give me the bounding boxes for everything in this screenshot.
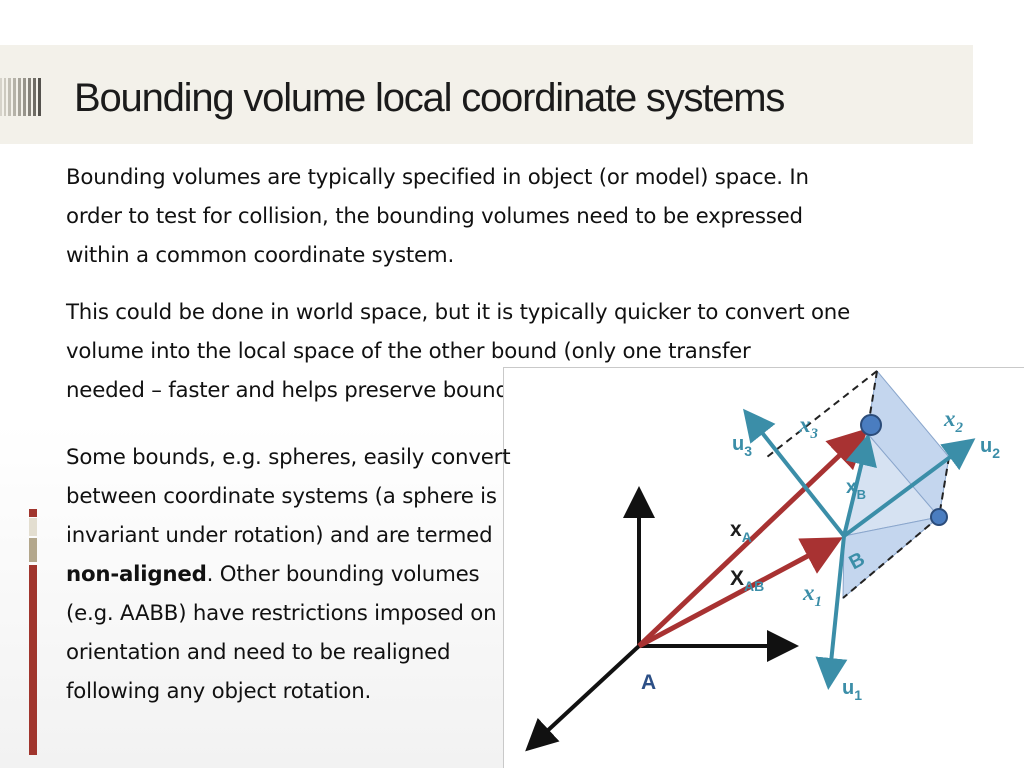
sphere-point-top — [860, 414, 882, 436]
label-xA: xA — [730, 518, 752, 545]
position-vectors — [637, 428, 869, 649]
paragraph-3: Some bounds, e.g. spheres, easily conver… — [66, 438, 511, 711]
label-u3: u3 — [732, 433, 752, 459]
paragraph-1-line: order to test for collision, the boundin… — [66, 204, 803, 229]
paragraph-3-line: following any object rotation. — [66, 679, 372, 704]
label-xB: xB — [846, 477, 866, 502]
paragraph-2-line: volume into the local space of the other… — [66, 339, 751, 364]
local-axes — [743, 408, 976, 690]
paragraph-3-line-rest: . Other bounding volumes — [206, 562, 480, 587]
title-stripes-decoration — [0, 78, 41, 116]
sphere-point-corner — [930, 508, 948, 526]
paragraph-1-line: within a common coordinate system. — [66, 243, 455, 268]
coordinate-system-diagram: u3 x3 x2 u2 xB xA XAB x1 u1 A B — [525, 369, 1000, 752]
paragraph-3-line: orientation and need to be realigned — [66, 640, 451, 665]
label-origin-A: A — [641, 671, 656, 694]
coordinate-system-figure: u3 x3 x2 u2 xB xA XAB x1 u1 A B — [503, 367, 1024, 768]
paragraph-3-line: invariant under rotation) and are termed — [66, 523, 493, 548]
paragraph-1: Bounding volumes are typically specified… — [66, 158, 809, 275]
side-accent-red — [29, 565, 37, 755]
non-aligned-term: non-aligned — [66, 562, 207, 587]
title-band — [0, 45, 973, 144]
side-accent-tan — [29, 538, 37, 562]
label-u1: u1 — [842, 677, 862, 703]
side-accent-red-top — [29, 509, 37, 517]
label-x1: x1 — [802, 580, 822, 610]
label-x2: x2 — [943, 406, 964, 436]
world-axes — [525, 486, 799, 752]
slide-title: Bounding volume local coordinate systems — [74, 76, 785, 120]
paragraph-3-line: between coordinate systems (a sphere is — [66, 484, 497, 509]
paragraph-1-line: Bounding volumes are typically specified… — [66, 165, 809, 190]
paragraph-3-line: (e.g. AABB) have restrictions imposed on — [66, 601, 497, 626]
side-accent-beige — [29, 518, 37, 536]
label-XAB: XAB — [730, 567, 764, 594]
label-x3: x3 — [798, 412, 819, 442]
paragraph-3-line: non-aligned. Other bounding volumes — [66, 555, 510, 594]
paragraph-2-line: This could be done in world space, but i… — [66, 300, 851, 325]
label-u2: u2 — [980, 435, 1000, 461]
paragraph-3-line: Some bounds, e.g. spheres, easily conver… — [66, 445, 511, 470]
